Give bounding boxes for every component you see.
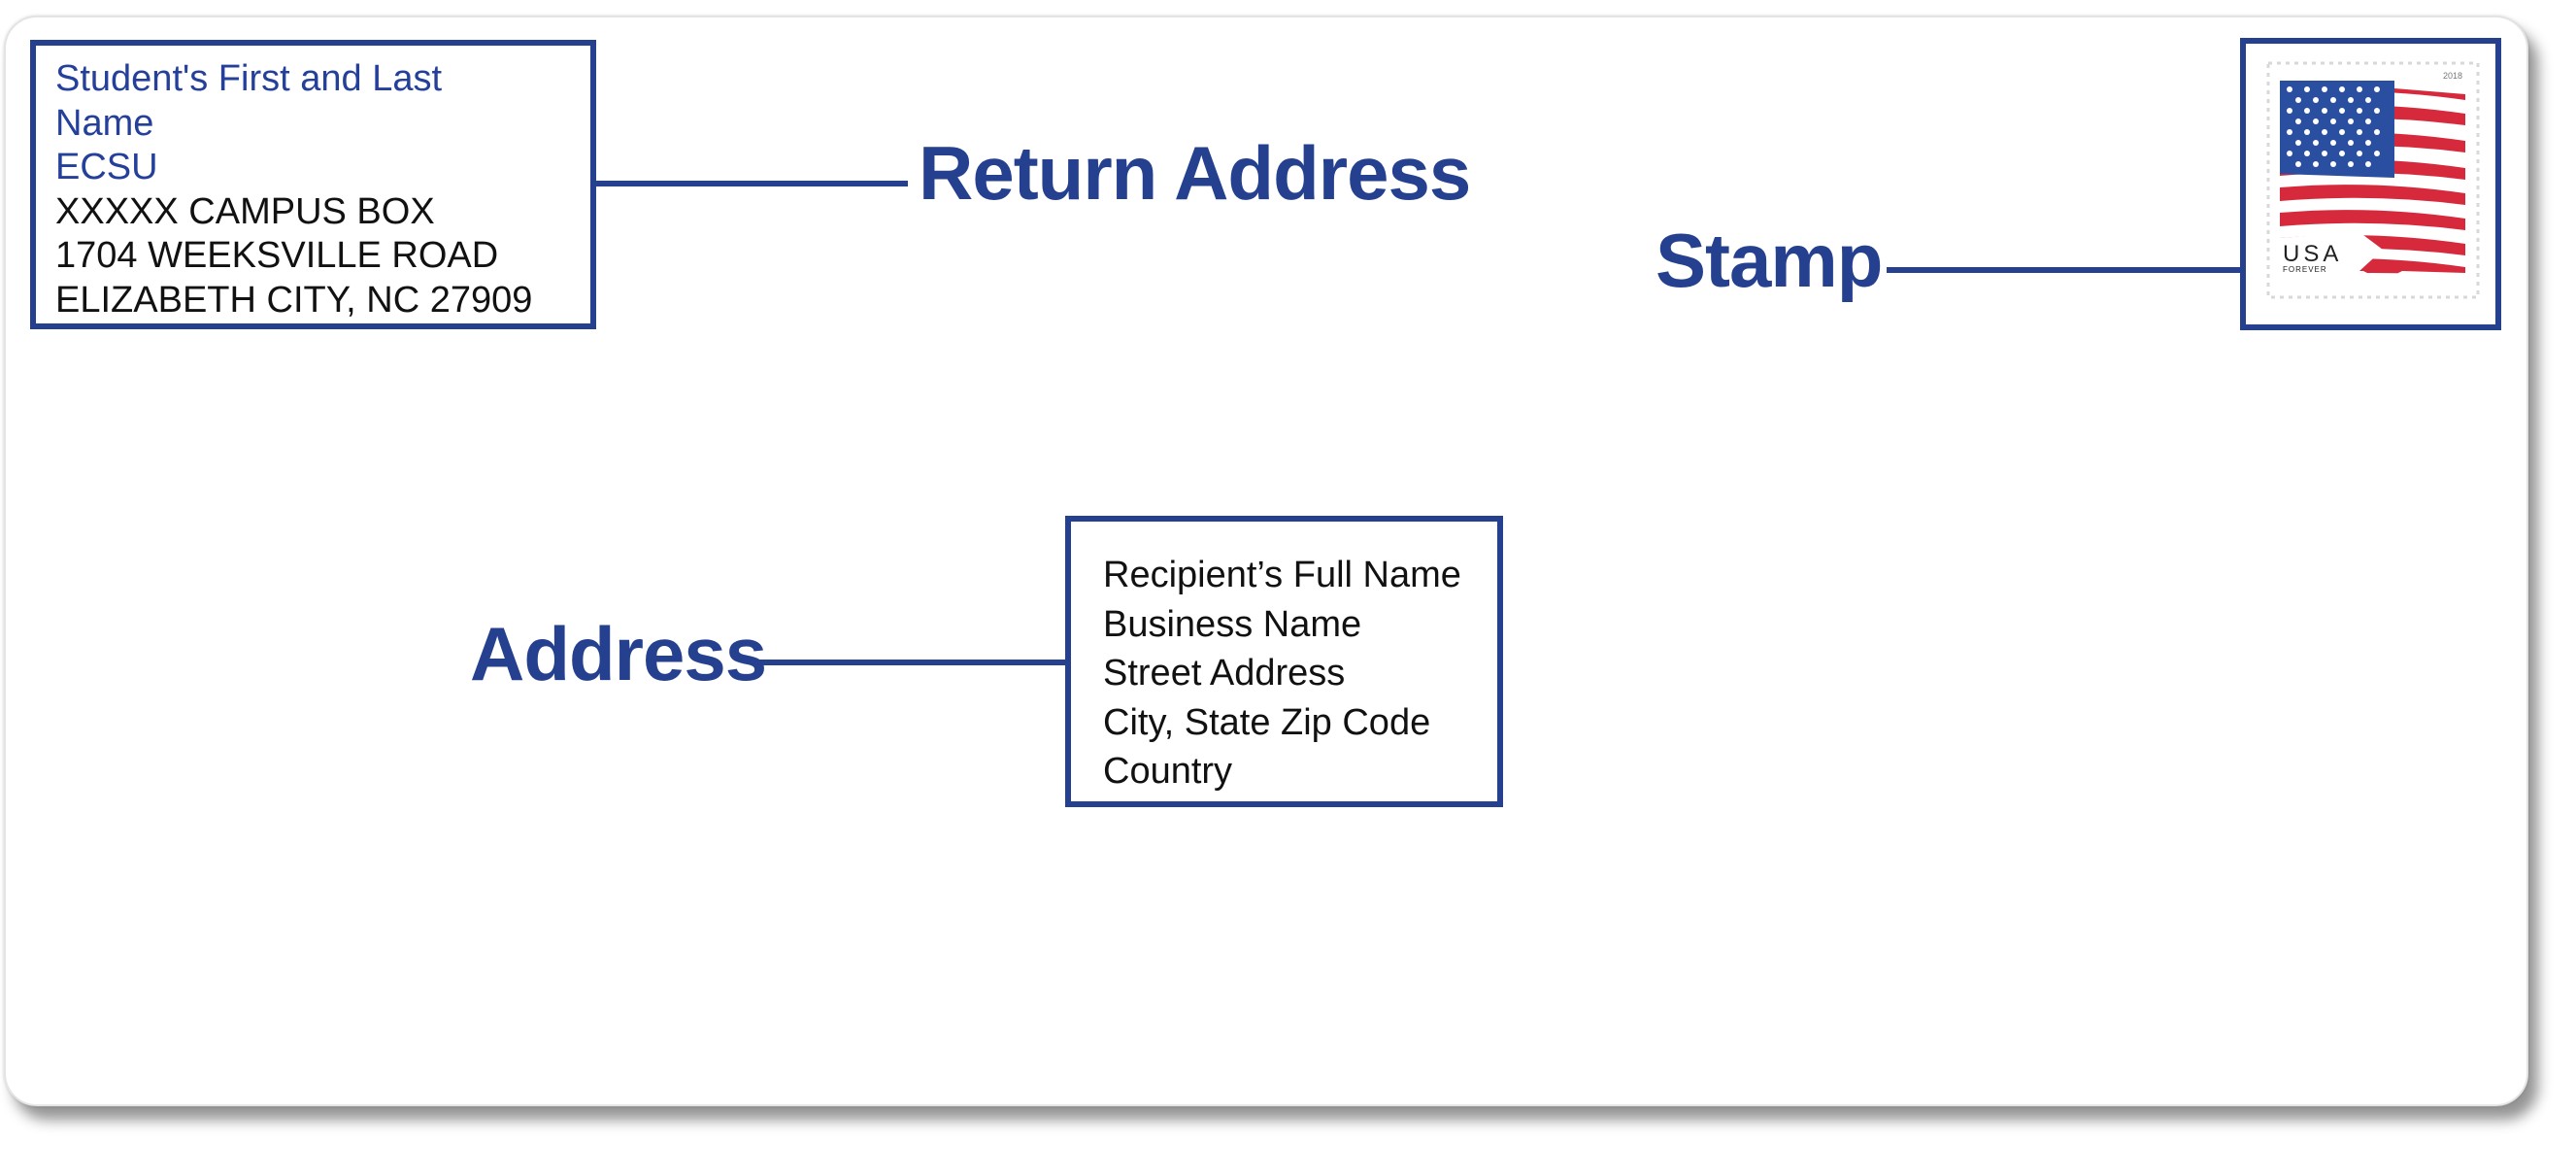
stamp-callout: Stamp [1656,218,1883,303]
recipient-address-line: Country [1103,751,1233,792]
return-address-box: Student's First and Last Name ECSU XXXXX… [30,40,596,329]
recipient-address-line: City, State Zip Code [1103,701,1431,743]
stamp-connector [1887,267,2242,273]
stamp-denomination: FOREVER [2283,265,2327,274]
return-address-line: Name [55,102,154,144]
recipient-address-line: Business Name [1103,603,1362,645]
return-address-line: XXXXX CAMPUS BOX [55,190,435,232]
stamp-country: USA [2283,241,2342,267]
return-address-line: Student's First and Last [55,58,443,99]
stamp-year: 2018 [2443,71,2462,81]
recipient-address-box: Recipient’s Full Name Business Name Stre… [1065,516,1503,807]
address-callout: Address [470,611,767,696]
return-address-line: ECSU [55,147,158,187]
us-flag-stamp-icon: 2018 USA FOREVER [2266,61,2480,299]
recipient-address-line: Recipient’s Full Name [1103,555,1461,595]
address-connector [755,660,1067,665]
return-address-line: 1704 WEEKSVILLE ROAD [55,235,499,276]
return-address-callout: Return Address [919,130,1471,216]
return-address-line: ELIZABETH CITY, NC 27909 [55,279,533,321]
recipient-address-line: Street Address [1103,653,1346,694]
return-address-connector [593,181,908,186]
stamp-box: 2018 USA FOREVER [2240,38,2501,330]
